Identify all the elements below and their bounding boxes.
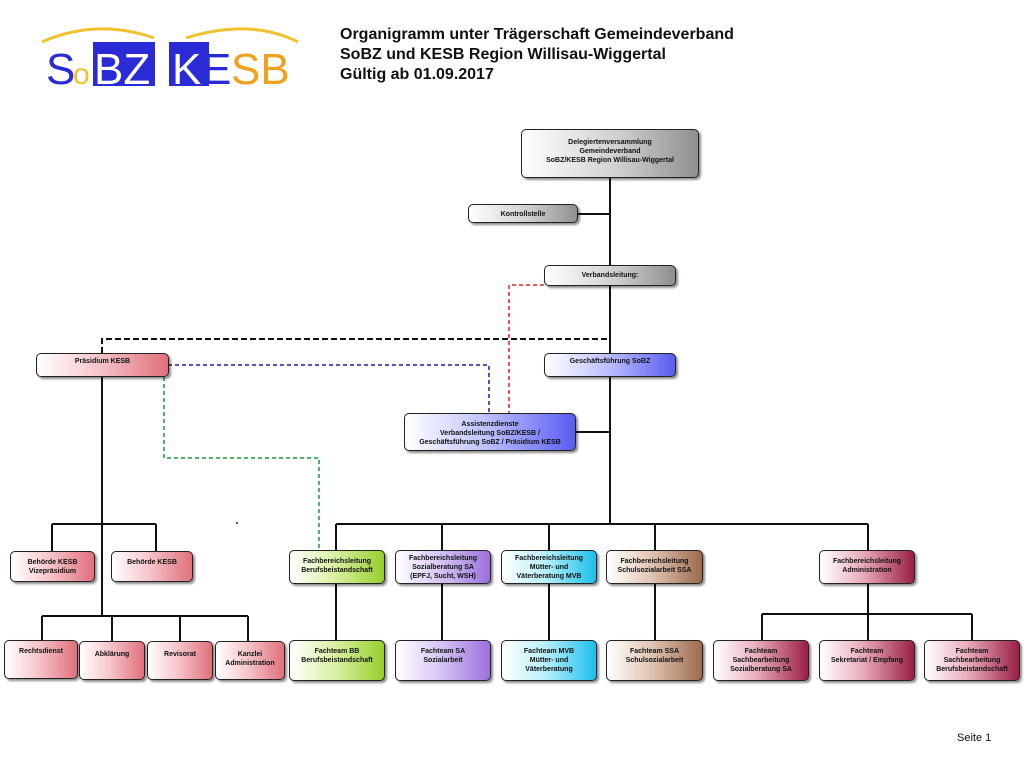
box-label-line: Administration bbox=[225, 660, 275, 667]
box-label-line: Gemeindeverband bbox=[579, 148, 641, 155]
box-label-line: Schulsozialarbeit bbox=[625, 657, 684, 664]
box-label-line: Mütter- und bbox=[529, 657, 569, 664]
dashed-line-green bbox=[163, 377, 320, 550]
box-fb-muetter-vaeterberatung: Fachbereichsleitung Mütter- und Väterber… bbox=[501, 550, 597, 584]
box-delegiertenversammlung: Delegiertenversammlung Gemeindeverband S… bbox=[521, 129, 699, 178]
logo-bz-block bbox=[93, 42, 155, 86]
box-kanzlei-administration: Kanzlei Administration bbox=[215, 641, 285, 680]
box-label-line: Fachteam SSA bbox=[629, 648, 680, 655]
logo-swoosh-right bbox=[185, 27, 299, 44]
box-label-line: (EPFJ, Sucht, WSH) bbox=[410, 573, 476, 580]
box-label-line: Berufsbeistandschaft bbox=[936, 666, 1008, 673]
box-label-line: Fachteam SA bbox=[420, 648, 466, 655]
box-fb-sozialberatung: Fachbereichsleitung Sozialberatung SA (E… bbox=[395, 550, 491, 584]
box-label-line: Rechtsdienst bbox=[19, 648, 63, 655]
logo-k-letter: K bbox=[172, 45, 201, 94]
box-label-line: Sozialberatung SA bbox=[730, 666, 792, 673]
box-label-line: Sozialarbeit bbox=[423, 657, 463, 664]
box-label-line: Sachbearbeitung bbox=[732, 657, 790, 664]
logo-bz-letters: BZ bbox=[94, 45, 150, 94]
box-label-line: Fachteam MVB bbox=[523, 648, 575, 655]
stray-dot bbox=[236, 522, 238, 524]
box-label-line: Administration bbox=[842, 567, 892, 574]
box-label-line: Fachbereichsleitung bbox=[620, 558, 689, 565]
box-label-line: Väterberatung bbox=[525, 666, 573, 673]
box-fb-administration: Fachbereichsleitung Administration bbox=[819, 550, 915, 584]
box-ft-berufsbeistandschaft: Fachteam BB Berufsbeistandschaft bbox=[289, 640, 385, 681]
box-label-line: Fachteam bbox=[744, 648, 778, 655]
box-label-line: Sekretariat / Empfang bbox=[831, 657, 903, 664]
box-behoerde-kesb-vizepraesidium: Behörde KESB Vizepräsidium bbox=[10, 551, 95, 582]
box-label-line: Revisorat bbox=[164, 651, 196, 658]
box-ft-sozialarbeit: Fachteam SA Sozialarbeit bbox=[395, 640, 491, 681]
box-abklaerung: Abklärung bbox=[79, 641, 145, 680]
box-label-line: Fachteam bbox=[955, 648, 989, 655]
dashed-line-red bbox=[508, 284, 544, 413]
box-label-line: Verbandsleitung SoBZ/KESB / bbox=[440, 430, 540, 437]
box-label-line: Väterberatung MVB bbox=[516, 573, 582, 580]
box-ft-muetter-vaeterberatung: Fachteam MVB Mütter- und Väterberatung bbox=[501, 640, 597, 681]
box-label-line: Schulsozialarbeit SSA bbox=[617, 567, 692, 574]
page-number: Seite 1 bbox=[957, 732, 992, 744]
logo-o-letter: o bbox=[73, 58, 90, 91]
box-label-line: Sachbearbeitung bbox=[943, 657, 1001, 664]
box-label-line: Fachteam BB bbox=[314, 648, 360, 655]
box-label-line: Abklärung bbox=[94, 651, 130, 658]
box-label-line: Delegiertenversammlung bbox=[568, 139, 652, 146]
solid-connectors bbox=[41, 178, 973, 641]
box-revisorat: Revisorat bbox=[147, 641, 213, 680]
box-fb-schulsozialarbeit: Fachbereichsleitung Schulsozialarbeit SS… bbox=[606, 550, 703, 584]
title-line-2: SoBZ und KESB Region Willisau-Wiggertal bbox=[340, 46, 666, 63]
box-label-line: Behörde KESB bbox=[127, 559, 177, 566]
box-ft-sachbearbeitung-berufsbeistandschaft: Fachteam Sachbearbeitung Berufsbeistands… bbox=[924, 640, 1020, 681]
box-label-line: SoBZ/KESB Region Willisau-Wiggertal bbox=[546, 157, 674, 164]
logo-swoosh-left bbox=[41, 27, 155, 44]
box-rechtsdienst: Rechtsdienst bbox=[4, 640, 78, 679]
box-label-line: Präsidium KESB bbox=[74, 358, 131, 365]
box-label-line: Vizepräsidium bbox=[28, 568, 77, 575]
dashed-line-black bbox=[101, 338, 610, 353]
box-label-line: Geschäftsführung SoBZ bbox=[569, 358, 651, 365]
box-geschaeftsfuehrung-sobz: Geschäftsführung SoBZ bbox=[544, 353, 676, 377]
box-label-line: Fachbereichsleitung bbox=[408, 555, 478, 562]
box-kontrollstelle: Kontrollstelle bbox=[468, 204, 578, 223]
box-label-line: Fachbereichsleitung bbox=[302, 558, 372, 565]
box-label-line: Sozialberatung SA bbox=[412, 564, 474, 571]
box-behoerde-kesb: Behörde KESB bbox=[111, 551, 193, 582]
box-label-line: Berufsbeistandschaft bbox=[301, 567, 373, 574]
box-label-line: Verbandsleitung: bbox=[581, 272, 639, 279]
logo-k-block bbox=[169, 42, 209, 86]
box-ft-schulsozialarbeit: Fachteam SSA Schulsozialarbeit bbox=[606, 640, 703, 681]
box-ft-sekretariat-empfang: Fachteam Sekretariat / Empfang bbox=[819, 640, 915, 681]
box-label-line: Berufsbeistandschaft bbox=[301, 657, 373, 664]
box-label-line: Fachteam bbox=[850, 648, 884, 655]
box-label-line: Behörde KESB bbox=[27, 559, 78, 566]
box-label-line: Mütter- und bbox=[529, 564, 569, 571]
box-label-line: Kontrollstelle bbox=[500, 211, 546, 218]
box-label-line: Fachbereichsleitung bbox=[514, 555, 584, 562]
box-verbandsleitung: Verbandsleitung: bbox=[544, 265, 676, 286]
box-assistenzdienste: Assistenzdienste Verbandsleitung SoBZ/KE… bbox=[404, 413, 576, 451]
box-praesidium-kesb: Präsidium KESB bbox=[36, 353, 169, 377]
logo-s-letter: S bbox=[46, 45, 75, 94]
sobz-kesb-logo: S o BZ K E SB bbox=[41, 27, 299, 94]
title-line-3: Gültig ab 01.09.2017 bbox=[340, 66, 494, 83]
box-label-line: Fachbereichsleitung bbox=[832, 558, 902, 565]
box-label-line: Geschäftsführung SoBZ / Präsidium KESB bbox=[419, 439, 561, 446]
logo-sb-letters: SB bbox=[231, 45, 290, 94]
logo-e-letter: E bbox=[202, 45, 231, 94]
dashed-line-blue bbox=[168, 364, 490, 413]
title-line-1: Organigramm unter Trägerschaft Gemeindev… bbox=[340, 26, 734, 43]
box-ft-sachbearbeitung-sozialberatung: Fachteam Sachbearbeitung Sozialberatung … bbox=[713, 640, 809, 681]
box-fb-berufsbeistandschaft: Fachbereichsleitung Berufsbeistandschaft bbox=[289, 550, 385, 584]
box-label-line: Kanzlei bbox=[237, 651, 263, 658]
box-label-line: Assistenzdienste bbox=[461, 421, 519, 428]
